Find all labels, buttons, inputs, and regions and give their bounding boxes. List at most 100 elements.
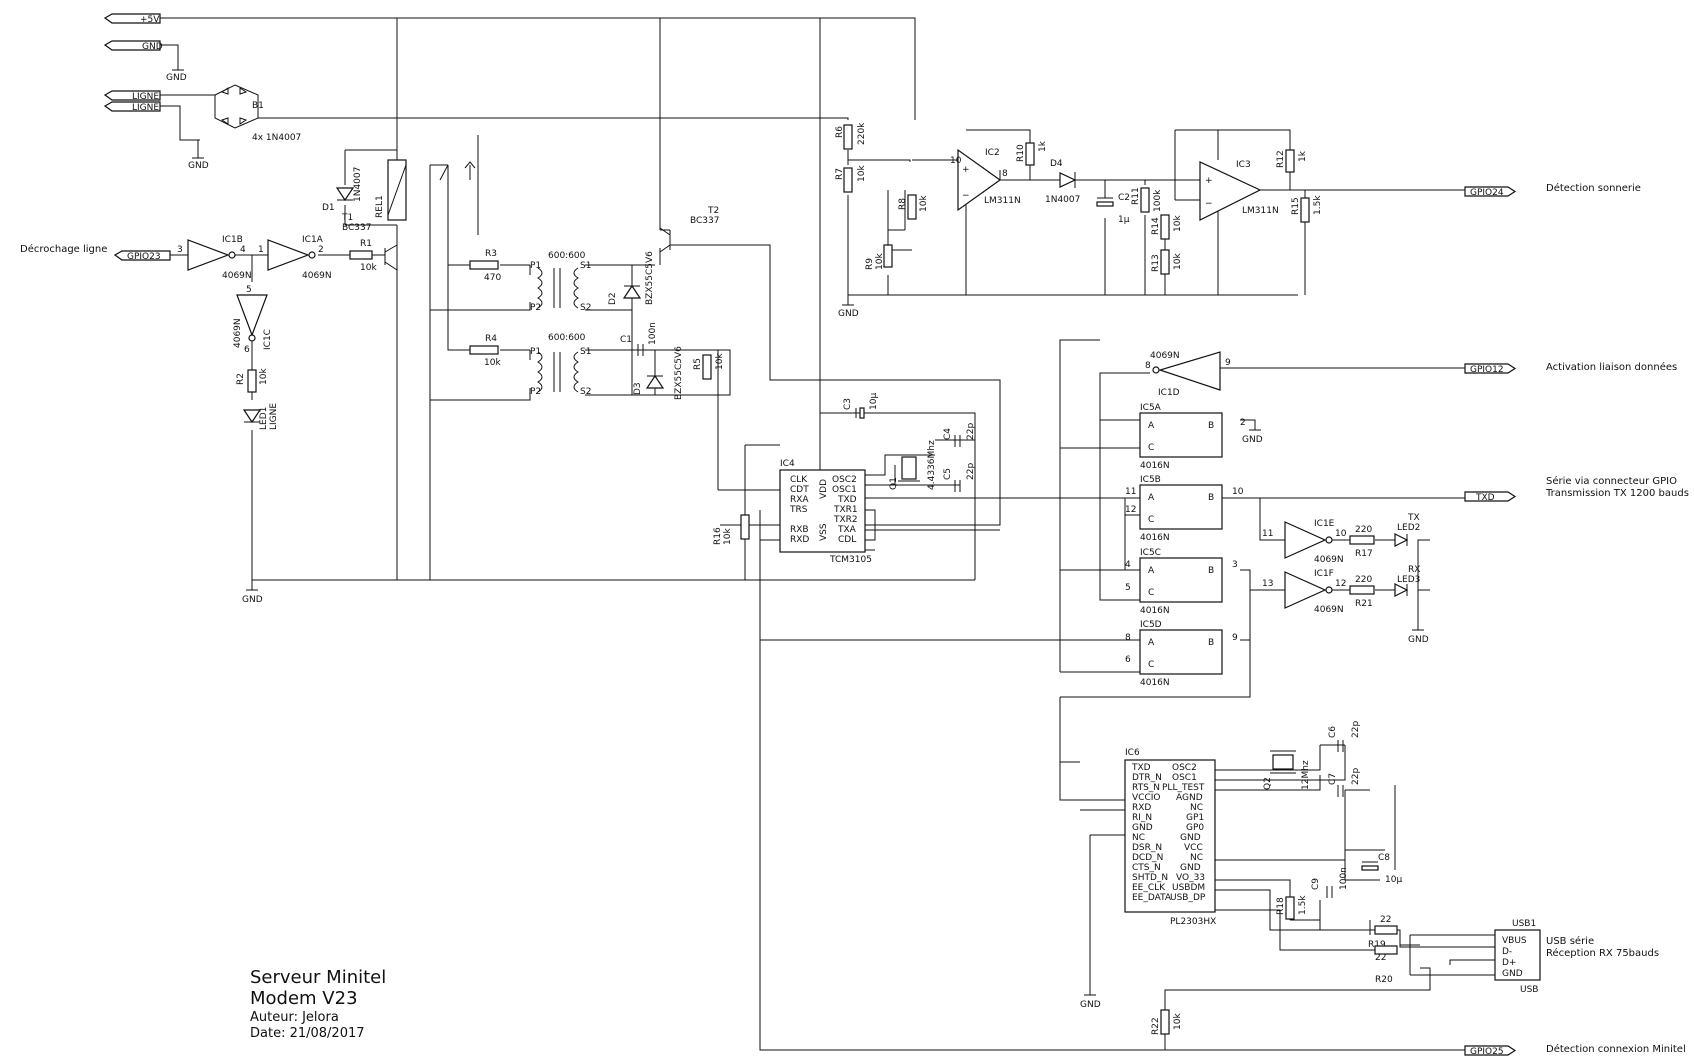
svg-text:USB1: USB1 — [1512, 919, 1536, 929]
title-line-1: Serveur Minitel — [250, 967, 386, 988]
svg-text:NC: NC — [1190, 803, 1203, 813]
svg-text:−: − — [1205, 199, 1213, 209]
svg-text:4016N: 4016N — [1140, 678, 1170, 688]
svg-text:VCC: VCC — [1184, 843, 1203, 853]
svg-text:GP0: GP0 — [1186, 823, 1204, 833]
svg-text:LM311N: LM311N — [984, 196, 1021, 206]
svg-text:4069N: 4069N — [233, 318, 243, 348]
resistor-r5: R5 10k — [693, 353, 725, 380]
cap-c2: C2 1µ — [1096, 193, 1130, 225]
svg-text:VBUS: VBUS — [1502, 936, 1527, 946]
svg-text:P2: P2 — [530, 303, 541, 313]
svg-text:EE_CLK: EE_CLK — [1132, 883, 1166, 893]
note-connexion: Détection connexion Minitel — [1546, 1043, 1686, 1055]
svg-text:OSC1: OSC1 — [1172, 773, 1197, 783]
svg-text:4069N: 4069N — [222, 271, 252, 281]
svg-text:4x 1N4007: 4x 1N4007 — [252, 133, 301, 143]
led1: LED1 LIGNE — [242, 403, 279, 430]
svg-text:10µ: 10µ — [869, 393, 879, 410]
resistor-r18: R18 1.5k — [1276, 895, 1308, 920]
cap-c3: C3 10µ — [843, 393, 879, 419]
svg-text:R6: R6 — [835, 126, 845, 138]
svg-text:RXD: RXD — [790, 535, 809, 545]
comparator-ic3: + − IC3 LM311N — [1199, 160, 1279, 221]
svg-text:R10: R10 — [1016, 144, 1026, 162]
svg-text:B: B — [1208, 421, 1214, 431]
svg-text:10: 10 — [1232, 487, 1244, 497]
svg-text:10µ: 10µ — [1385, 875, 1402, 885]
bridge-b1: B1 4x 1N4007 — [214, 84, 301, 143]
inverter-ic1b: IC1B 4069N 3 4 — [177, 235, 252, 281]
svg-text:1N4007: 1N4007 — [1045, 195, 1080, 205]
svg-text:R15: R15 — [1291, 197, 1301, 215]
svg-text:12: 12 — [1125, 505, 1136, 515]
svg-text:6: 6 — [244, 345, 250, 355]
svg-text:GND: GND — [838, 309, 859, 319]
svg-text:R18: R18 — [1276, 897, 1286, 915]
svg-text:10k: 10k — [1173, 215, 1183, 232]
svg-text:VSS: VSS — [819, 523, 829, 541]
svg-text:REL1: REL1 — [375, 195, 385, 218]
inverter-ic1c: 4069N IC1C 5 6 — [233, 285, 273, 355]
svg-text:A: A — [1148, 421, 1155, 431]
svg-text:D1: D1 — [322, 203, 335, 213]
cap-c1: C1 100n — [620, 322, 658, 356]
comparator-ic2: + − IC2 LM311N 10 8 — [950, 148, 1021, 212]
svg-text:4069N: 4069N — [1314, 605, 1344, 615]
svg-text:RXD: RXD — [1132, 803, 1151, 813]
port-txd: TXD — [1464, 491, 1517, 503]
svg-text:10: 10 — [1335, 529, 1347, 539]
svg-text:A: A — [1148, 566, 1155, 576]
svg-text:R8: R8 — [898, 198, 908, 210]
svg-text:CDT: CDT — [790, 485, 809, 495]
port-gnd-label: GND — [142, 42, 163, 52]
svg-text:R22: R22 — [1151, 1017, 1161, 1035]
svg-text:R9: R9 — [865, 258, 875, 270]
resistor-r14: R14 10k — [1151, 214, 1183, 240]
svg-text:P1: P1 — [530, 347, 541, 357]
svg-text:R17: R17 — [1355, 549, 1373, 559]
resistor-r13: R13 10k — [1151, 249, 1183, 275]
transistor-t1: T1 BC337 — [341, 213, 398, 271]
svg-text:USB: USB — [1520, 985, 1538, 995]
svg-text:4069N: 4069N — [1150, 351, 1180, 361]
svg-text:TXD: TXD — [1475, 493, 1495, 503]
svg-text:3: 3 — [1232, 560, 1238, 570]
svg-text:R5: R5 — [693, 358, 703, 370]
inverter-ic1f: IC1F 4069N 13 12 — [1262, 569, 1346, 615]
svg-text:RXA: RXA — [790, 495, 809, 505]
svg-text:DTR_N: DTR_N — [1132, 773, 1162, 783]
svg-text:GPIO25: GPIO25 — [1470, 1047, 1504, 1057]
cap-c9: C9 100n — [1311, 867, 1349, 898]
diode-d1: D1 1N4007 — [322, 167, 363, 213]
svg-text:4069N: 4069N — [1314, 555, 1344, 565]
note-usb-1: USB série — [1546, 935, 1594, 947]
svg-text:C5: C5 — [943, 468, 953, 480]
zener-d2: D2 BZX55C5V6 — [608, 251, 655, 305]
resistor-r15: R15 1.5k — [1291, 195, 1323, 223]
svg-text:AGND: AGND — [1176, 793, 1203, 803]
crystal-q2: Q2 12Mhz — [1263, 750, 1311, 790]
svg-text:+: + — [1205, 176, 1213, 186]
svg-text:T2: T2 — [707, 206, 719, 216]
resistor-r19: 22 R19 — [1368, 915, 1398, 950]
svg-text:USBDM: USBDM — [1172, 883, 1205, 893]
note-liaison: Activation liaison données — [1546, 361, 1677, 373]
svg-text:TXD: TXD — [837, 495, 857, 505]
svg-text:CTS_N: CTS_N — [1132, 863, 1161, 873]
port-gnd-top: GND — [103, 40, 163, 52]
svg-text:D-: D- — [1502, 947, 1512, 957]
svg-text:RTS_N: RTS_N — [1132, 783, 1160, 793]
resistor-r11: R11 100k — [1131, 187, 1163, 213]
svg-text:S1: S1 — [580, 347, 591, 357]
svg-text:600:600: 600:600 — [548, 251, 586, 261]
svg-text:LED3: LED3 — [1397, 575, 1420, 585]
svg-text:12: 12 — [1335, 579, 1346, 589]
svg-text:100n: 100n — [1339, 867, 1349, 890]
svg-text:C4: C4 — [943, 428, 953, 440]
svg-text:P1: P1 — [530, 261, 541, 271]
svg-text:D2: D2 — [608, 292, 618, 305]
svg-text:100n: 100n — [648, 322, 658, 345]
svg-text:TXR2: TXR2 — [833, 515, 858, 525]
